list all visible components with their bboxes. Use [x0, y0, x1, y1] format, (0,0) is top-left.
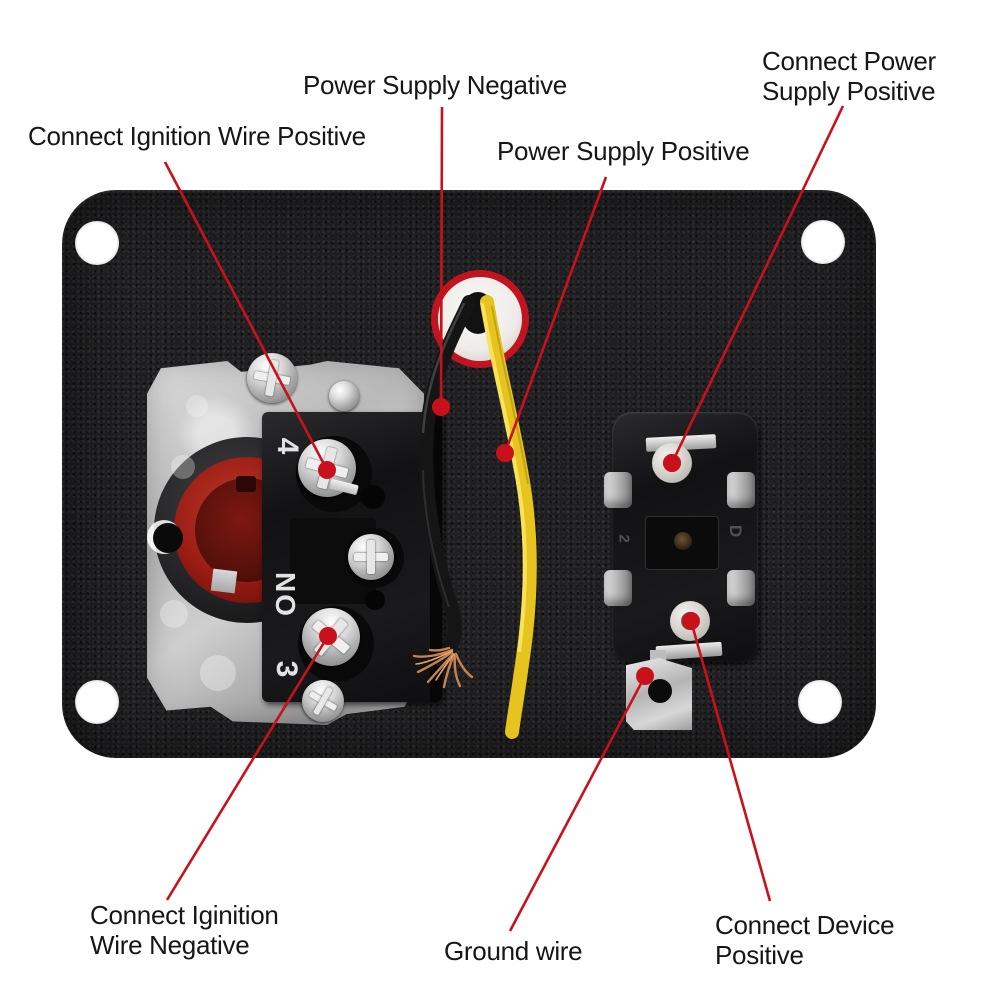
- terminal-label-4: 4: [271, 437, 304, 455]
- switch-side-tab: [604, 570, 632, 606]
- label-connect-power-supply-positive: Connect Power Supply Positive: [762, 46, 936, 107]
- base-boss: [200, 655, 236, 691]
- switch-side-tab: [727, 570, 755, 606]
- label-power-supply-negative: Power Supply Negative: [303, 70, 567, 100]
- button-notch: [236, 476, 256, 492]
- plate-screw-hole-bottom-right: [798, 680, 842, 724]
- terminal-screw-middle: [348, 534, 394, 580]
- switch-terminal-top-center: [663, 454, 681, 472]
- plate-screw-hole-top-left: [75, 221, 119, 265]
- block-hole: [365, 590, 385, 610]
- label-power-supply-positive: Power Supply Positive: [497, 136, 750, 166]
- label-connect-ignition-wire-positive: Connect Ignition Wire Positive: [28, 121, 366, 151]
- block-side-shade: [430, 412, 442, 702]
- button-tab: [210, 568, 238, 594]
- switch-side-tab: [727, 472, 755, 508]
- block-hole: [361, 485, 385, 509]
- switch-center-hole: [674, 532, 692, 550]
- base-boss: [160, 600, 188, 628]
- base-hole: [153, 523, 183, 553]
- plate-screw-hole-bottom-left: [75, 680, 119, 724]
- terminal-label-no: NO: [270, 572, 301, 618]
- plate-screw-hole-top-right: [801, 220, 845, 264]
- ground-tab-hole: [648, 679, 672, 703]
- base-boss: [186, 395, 208, 417]
- base-boss: [171, 455, 195, 479]
- switch-side-tab: [604, 472, 632, 508]
- switch-terminal-bottom-center: [681, 612, 699, 630]
- switch-marking-2: 2: [615, 534, 633, 543]
- label-connect-device-positive: Connect Device Positive: [715, 910, 895, 971]
- label-connect-iginition-wire-negative: Connect Iginition Wire Negative: [90, 900, 279, 961]
- terminal-label-3: 3: [270, 660, 303, 678]
- label-ground-wire: Ground wire: [444, 936, 583, 966]
- switch-marking-d: D: [726, 524, 746, 538]
- small-screw: [329, 381, 359, 411]
